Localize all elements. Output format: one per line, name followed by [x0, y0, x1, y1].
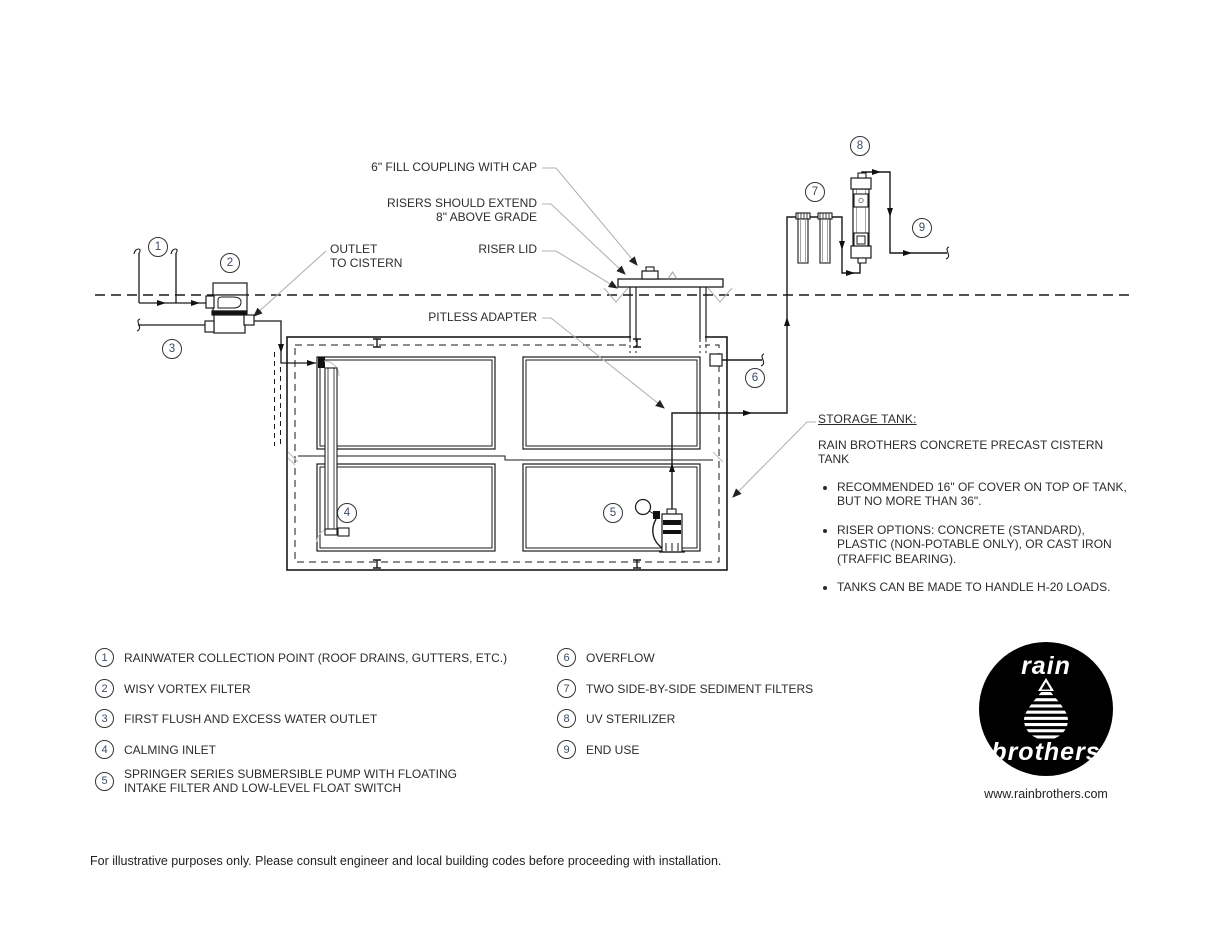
- riser-assembly: [603, 266, 733, 353]
- legend-item-4: 4 CALMING INLET: [95, 740, 216, 759]
- callout-2: 2: [220, 253, 240, 273]
- legend-label: WISY VORTEX FILTER: [124, 681, 251, 696]
- calming-inlet: [316, 357, 350, 543]
- label-fill-coupling: 6" FILL COUPLING WITH CAP: [371, 160, 537, 174]
- label-outlet-line2: TO CISTERN: [330, 256, 403, 270]
- overflow-fitting: [709, 353, 723, 367]
- notes-subtitle: RAIN BROTHERS CONCRETE PRECAST CISTERN T…: [818, 437, 1104, 467]
- legend-label: RAINWATER COLLECTION POINT (ROOF DRAINS,…: [124, 650, 508, 665]
- callout-8: 8: [850, 136, 870, 156]
- logo-word-brothers: brothers: [991, 738, 1101, 766]
- wisy-vortex-filter: [204, 282, 255, 334]
- notes-bullet: RECOMMENDED 16" OF COVER ON TOP OF TANK,…: [837, 480, 1132, 509]
- legend-label: END USE: [586, 742, 640, 757]
- legend-item-8: 8 UV STERILIZER: [557, 709, 675, 728]
- legend-item-6: 6 OVERFLOW: [557, 648, 655, 667]
- legend-label: TWO SIDE-BY-SIDE SEDIMENT FILTERS: [586, 681, 814, 696]
- legend-badge-1: 1: [95, 648, 114, 667]
- legend-item-5: 5 SPRINGER SERIES SUBMERSIBLE PUMP WITH …: [95, 767, 469, 795]
- notes-bullet: TANKS CAN BE MADE TO HANDLE H-20 LOADS.: [837, 580, 1132, 595]
- water-drop-icon: [1024, 678, 1068, 739]
- label-outlet-to-cistern: OUTLET TO CISTERN: [330, 242, 402, 270]
- website-url: www.rainbrothers.com: [984, 787, 1108, 801]
- legend-item-1: 1 RAINWATER COLLECTION POINT (ROOF DRAIN…: [95, 648, 507, 667]
- callout-1: 1: [148, 237, 168, 257]
- legend-label: SPRINGER SERIES SUBMERSIBLE PUMP WITH FL…: [124, 767, 457, 795]
- supply-piping: [669, 169, 950, 512]
- callout-7: 7: [805, 182, 825, 202]
- notes-bullet-list: RECOMMENDED 16" OF COVER ON TOP OF TANK,…: [818, 480, 1132, 595]
- label-pitless-adapter: PITLESS ADAPTER: [428, 310, 537, 324]
- callout-6: 6: [745, 368, 765, 388]
- collection-downspouts: [133, 248, 209, 306]
- legend-item-3: 3 FIRST FLUSH AND EXCESS WATER OUTLET: [95, 709, 377, 728]
- legend-label: FIRST FLUSH AND EXCESS WATER OUTLET: [124, 711, 378, 726]
- legend-item-2: 2 WISY VORTEX FILTER: [95, 679, 251, 698]
- legend-badge-7: 7: [557, 679, 576, 698]
- legend-label: CALMING INLET: [124, 742, 217, 757]
- legend-item-9: 9 END USE: [557, 740, 639, 759]
- callout-9: 9: [912, 218, 932, 238]
- logo-word-rain: rain: [1021, 652, 1071, 680]
- label-risers-extend: RISERS SHOULD EXTEND 8" ABOVE GRADE: [387, 196, 537, 224]
- legend-label: UV STERILIZER: [586, 711, 676, 726]
- legend-item-7: 7 TWO SIDE-BY-SIDE SEDIMENT FILTERS: [557, 679, 813, 698]
- first-flush-line: [136, 318, 207, 332]
- leader-lines: [253, 167, 816, 498]
- legend-badge-9: 9: [557, 740, 576, 759]
- legend-badge-6: 6: [557, 648, 576, 667]
- disclaimer-text: For illustrative purposes only. Please c…: [90, 854, 722, 868]
- notes-bullet: RISER OPTIONS: CONCRETE (STANDARD), PLAS…: [837, 523, 1132, 567]
- storage-tank: [286, 334, 728, 571]
- callout-3: 3: [162, 339, 182, 359]
- notes-title: STORAGE TANK:: [818, 412, 917, 426]
- callout-5: 5: [603, 503, 623, 523]
- sediment-filters: [795, 212, 833, 264]
- legend-badge-2: 2: [95, 679, 114, 698]
- storage-tank-notes: STORAGE TANK: RAIN BROTHERS CONCRETE PRE…: [818, 412, 1132, 609]
- label-outlet-line1: OUTLET: [330, 242, 378, 256]
- legend-badge-5: 5: [95, 771, 114, 791]
- uv-sterilizer: [850, 172, 872, 264]
- legend-badge-3: 3: [95, 709, 114, 728]
- legend-badge-4: 4: [95, 740, 114, 759]
- label-riser-lid: RISER LID: [478, 242, 537, 256]
- label-risers-line1: RISERS SHOULD EXTEND: [386, 196, 537, 210]
- outlet-to-cistern-pipe: [254, 320, 316, 446]
- rain-brothers-logo: rain brothers: [979, 642, 1113, 776]
- legend-label: OVERFLOW: [586, 650, 655, 665]
- legend-badge-8: 8: [557, 709, 576, 728]
- label-risers-line2: 8" ABOVE GRADE: [436, 210, 537, 224]
- callout-4: 4: [337, 503, 357, 523]
- submersible-pump: [634, 498, 685, 553]
